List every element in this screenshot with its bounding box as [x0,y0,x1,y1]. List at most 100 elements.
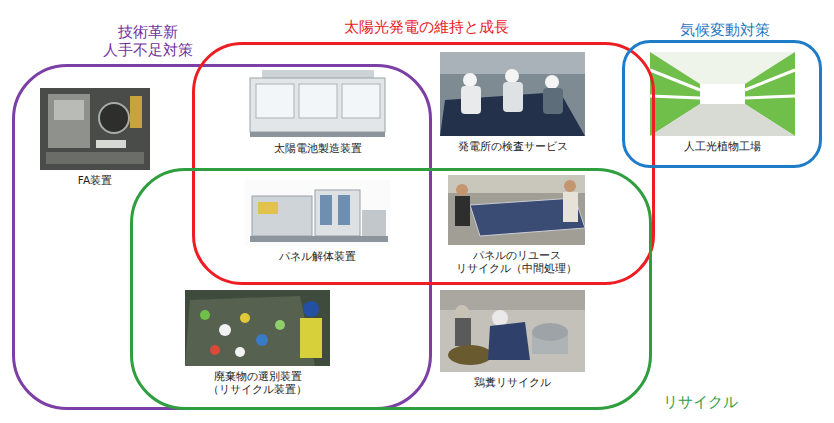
cell-machine-photo-detail [256,84,294,118]
photo-space [650,52,795,140]
panel-reuse-photo-detail [448,175,585,193]
plant-factory-photo-detail [650,52,795,136]
fa-photo-detail [48,94,90,148]
inspection-photo-detail [461,86,481,114]
cell-machine-photo-detail [250,78,385,132]
photo-item: 太陽電池製造装置 [245,68,390,158]
fa-photo-detail [54,100,84,120]
inspection-photo [440,52,585,136]
fa-photo-detail [99,103,129,133]
photo-item: パネルのリユース リサイクル（中間処理） [448,175,585,278]
cell-machine-photo-detail [250,132,385,137]
photo-caption: 廃棄物の選別装置（リサイクル装置） [208,370,308,396]
region-heading: 気候変動対策 [670,21,780,39]
region-outline: 気候変動対策人工光植物工場 [622,40,822,168]
region-outline: リサイクル鶏糞リサイクル [130,168,652,410]
photo-item: 廃棄物の選別装置（リサイクル装置） [185,290,330,399]
region-heading: 技術革新 人手不足対策 [98,23,198,59]
photo-item: 人工光植物工場 [650,52,795,156]
dismantle-machine-photo-detail [252,196,312,236]
plant-factory-photo [650,52,795,136]
dismantle-machine-photo-detail [258,202,278,214]
dismantle-machine-photo-detail [250,236,388,242]
photo-space [440,290,585,376]
manure-recycle-photo-detail [532,323,568,341]
waste-sorting-photo-detail [200,310,210,320]
region-heading-holder: 技術革新 人手不足対策 [98,23,198,59]
fa-photo-detail [40,88,150,170]
panel-reuse-photo-detail [455,196,470,226]
waste-sorting-photo-detail [185,296,315,366]
photo-caption: 人工光植物工場 [650,140,795,153]
plant-factory-photo-detail [650,70,700,90]
dismantle-machine-photo-detail [320,195,332,225]
panel-reuse-photo [448,175,585,245]
region-heading: 太陽光発電の維持と成長 [326,18,526,36]
dismantle-machine-photo-detail [245,180,390,246]
waste-sorting-photo-detail [235,347,245,357]
photo-caption: 発電所の検査サービス [440,140,585,153]
manure-recycle-photo-detail [492,310,508,326]
waste-sorting-photo-detail [240,313,250,323]
photo-space [40,88,150,174]
plant-factory-photo-detail [650,96,700,98]
waste-sorting-photo-detail [300,318,322,358]
waste-sorting-photo-detail [210,345,220,355]
panel-reuse-photo-detail [456,184,468,196]
photo-item: パネル解体装置 [245,180,390,266]
manure-recycle-photo [440,290,585,372]
photo-space [245,68,390,142]
plant-factory-photo-detail [650,104,795,136]
photo-item: 鶏糞リサイクル [440,290,585,392]
dismantle-machine-photo-detail [315,190,360,236]
manure-recycle-photo-detail [488,322,530,360]
inspection-photo-detail [545,75,559,89]
waste-sorting-photo [185,290,330,366]
inspection-photo-detail [503,82,523,112]
inspection-photo-detail [543,88,563,114]
manure-recycle-photo-detail [448,345,492,365]
region-outline: 技術革新 人手不足対策FA装置 [12,64,432,410]
panel-reuse-photo-detail [564,180,576,192]
photo-item: FA装置 [40,88,150,190]
manure-recycle-photo-detail [455,305,469,319]
waste-sorting-photo-detail [303,301,319,317]
photo-item: 発電所の検査サービス [440,52,585,156]
region-heading-holder: 気候変動対策 [670,21,780,39]
region-heading: リサイクル [659,393,741,411]
cell-machine-photo-detail [342,84,380,118]
region-outline: 太陽光発電の維持と成長発電所の検査サービス [192,42,655,285]
photo-caption: パネル解体装置 [245,250,390,263]
panel-reuse-photo-detail [563,192,578,222]
photo-caption: 太陽電池製造装置 [245,142,390,155]
photo-caption: 鶏糞リサイクル [440,376,585,389]
photo-space [448,175,585,249]
photo-caption: FA装置 [40,174,150,187]
photo-space [245,180,390,250]
inspection-photo-detail [440,52,585,136]
fa-photo-detail [96,140,126,148]
fa-photo-detail [130,96,142,128]
manure-recycle-photo-detail [455,318,471,346]
photo-space [440,52,585,140]
plant-factory-photo-detail [700,84,745,104]
cell-machine-photo-detail [245,68,390,138]
photo-space [185,290,330,370]
dismantle-machine-photo [245,180,390,246]
fa-photo [40,88,150,170]
region-heading-holder: リサイクル [659,393,741,411]
fa-photo-detail [46,152,144,164]
cell-machine-photo-detail [262,70,374,78]
inspection-photo-detail [463,73,477,87]
region-heading-holder: 太陽光発電の維持と成長 [326,18,526,36]
photo-caption: パネルのリユース リサイクル（中間処理） [448,249,585,275]
waste-sorting-photo-detail [185,290,330,366]
waste-sorting-photo-detail [219,324,231,336]
waste-sorting-photo-detail [256,334,268,346]
plant-factory-photo-detail [745,70,795,90]
panel-reuse-photo-detail [448,175,585,245]
manure-recycle-photo-detail [440,290,585,372]
cell-machine-photo [245,68,390,138]
dismantle-machine-photo-detail [338,195,350,225]
